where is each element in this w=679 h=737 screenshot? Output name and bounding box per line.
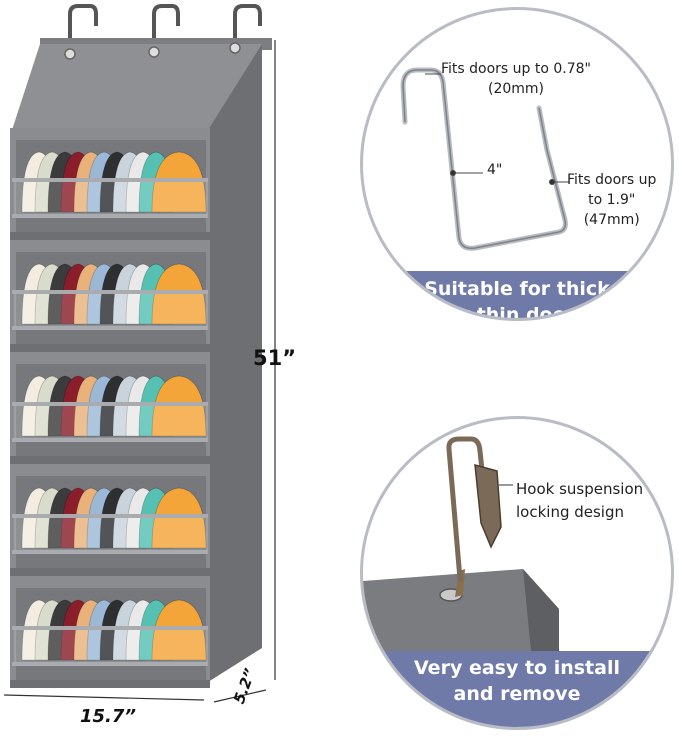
- shelf: [10, 252, 210, 352]
- hook-lock-detail: Hook suspension locking design Very easy…: [360, 416, 674, 730]
- hat-organizer-product: 51” 15.7” 5.2”: [0, 0, 300, 737]
- shelf: [10, 588, 210, 688]
- width-dimension-label: 15.7”: [80, 706, 137, 727]
- hat-organizer-illustration: [3, 4, 276, 703]
- hook-lock-note: Hook suspension locking design: [516, 480, 644, 521]
- door-hooks: [68, 4, 262, 52]
- shelf: [10, 140, 210, 240]
- hook-lock-icon: [363, 436, 559, 651]
- dimension-lines: [3, 40, 276, 703]
- shelf: [10, 476, 210, 576]
- thick-thin-doors-banner: Suitable for thick or thin doors: [363, 271, 671, 318]
- thin-door-note: Fits doors up to 0.78" (20mm): [441, 61, 592, 97]
- metal-hook-icon: [400, 67, 569, 251]
- hook-depth-note: 4": [487, 162, 503, 178]
- height-dimension-label: 51”: [253, 346, 297, 370]
- easy-install-banner: Very easy to install and remove: [363, 651, 671, 727]
- shelf: [10, 364, 210, 464]
- door-thickness-detail: Fits doors up to 0.78" (20mm) 4" Fits do…: [360, 7, 674, 321]
- thick-door-note: Fits doors up to 1.9" (47mm): [567, 172, 657, 228]
